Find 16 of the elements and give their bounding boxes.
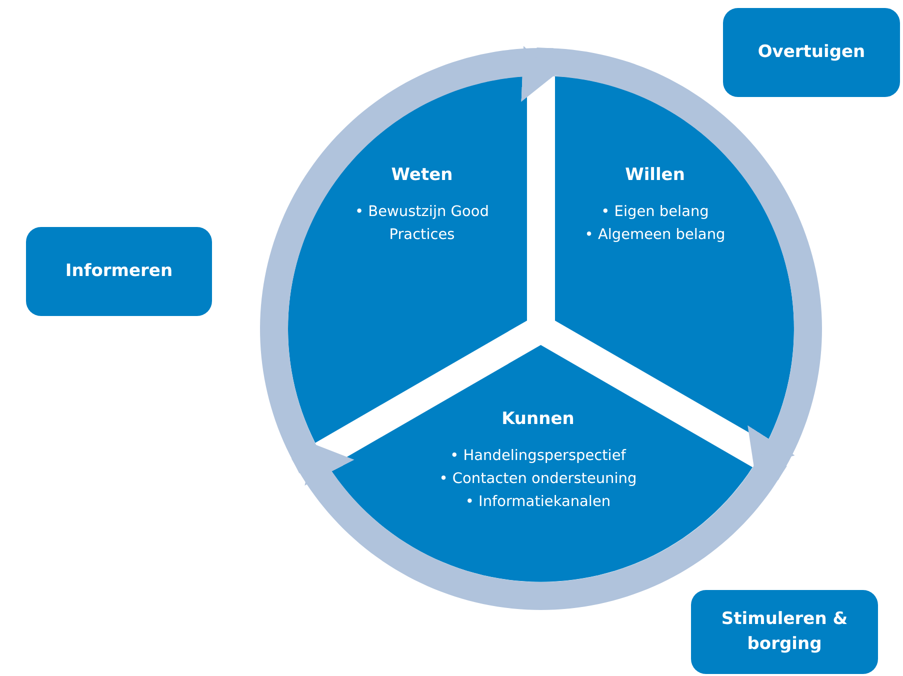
bullet-item: • Algemeen belang <box>584 226 726 245</box>
strategy-box <box>691 590 878 674</box>
box-label: Informeren <box>65 260 173 284</box>
box-label: Stimuleren & borging <box>720 608 849 656</box>
bullet-item: • Eigen belang <box>600 202 710 222</box>
bullet-item: • Handelingsperspectief <box>449 446 628 466</box>
cycle-arrow <box>536 48 822 482</box>
bullet-item: • Informatiekanalen <box>464 492 612 512</box>
bullet-item: • Bewustzijn Good Practices <box>354 202 490 245</box>
segment-title: Willen <box>624 164 686 185</box>
segment-title: Weten <box>390 164 454 185</box>
bullet-item: • Contacten ondersteuning <box>438 470 638 489</box>
segment-title: Kunnen <box>500 408 576 429</box>
box-label: Overtuigen <box>758 41 866 64</box>
strategy-box <box>723 8 900 97</box>
strategy-box <box>26 227 212 316</box>
